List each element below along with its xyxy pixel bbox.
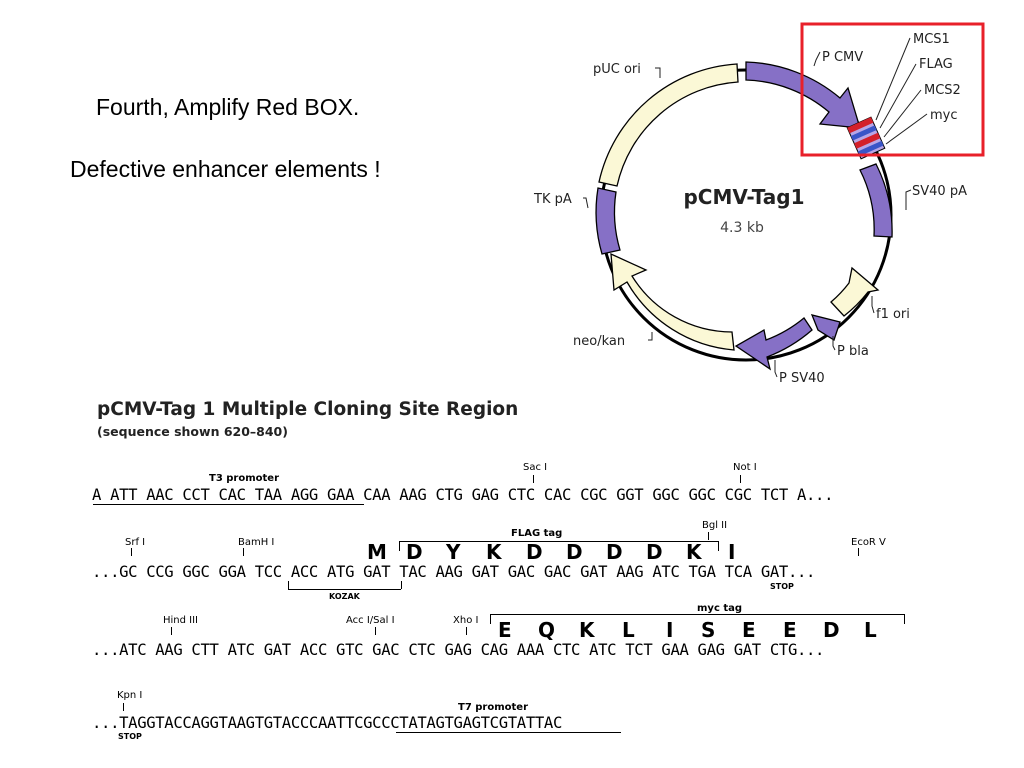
aa-flag-4: K [486,540,502,564]
site-bgl-ii-tick [708,532,709,540]
slide-note-amplify: Fourth, Amplify Red BOX. [96,94,360,120]
site-bamh-i-tick [243,548,244,556]
aa-myc-6: S [701,618,716,642]
site-ecor-v-tick [858,548,859,556]
label-mcs1: MCS1 [913,32,950,47]
label-psv40: P SV40 [779,371,825,386]
myc-tag-bracket [490,614,905,615]
site-hind-iii: Hind III [163,615,199,626]
aa-myc-2: Q [538,618,556,642]
aa-flag-6: D [566,540,583,564]
sequence-row-4: ...TAGGTACCAGGTAAGTGTACCCAATTCGCCCTATAGT… [92,714,562,732]
aa-myc-5: I [666,618,674,642]
aa-myc-7: E [742,618,756,642]
flag-tag-bracket-right [718,541,719,551]
sequence-row-3: ...ATC AAG CTT ATC GAT ACC GTC GAC CTC G… [92,641,825,659]
t7-promoter-label: T7 promoter [458,702,529,713]
p-bla-feature [810,314,841,341]
site-bgl-ii: Bgl II [702,520,728,531]
sequence-row-2: ...GC CCG GGC GGA TCC ACC ATG GAT TAC AA… [92,563,816,581]
aa-flag-9: K [686,540,702,564]
kozak-bracket-left [288,581,289,589]
site-xho-i-tick [466,627,467,635]
mcs-title: pCMV-Tag 1 Multiple Cloning Site Region [97,399,519,420]
neo-kan-feature [610,252,735,351]
flag-tag-label: FLAG tag [511,528,563,539]
flag-tag-bracket-left [399,541,400,551]
aa-myc-4: L [622,618,635,642]
flag-tag-bracket [399,541,718,542]
site-kpn-i-tick [123,703,124,711]
t3-promoter-label: T3 promoter [209,473,280,484]
aa-myc-9: D [823,618,840,642]
t3-promoter-underline [93,504,364,505]
myc-tag-label: myc tag [697,603,743,614]
site-acc-sal-i-tick [375,627,376,635]
p-cmv-feature [745,61,861,129]
site-sac-i: Sac I [523,462,548,473]
tk-pa-feature [595,187,621,255]
label-mcs2: MCS2 [924,83,961,98]
label-p-cmv: P CMV [822,50,863,65]
aa-myc-8: E [783,618,797,642]
site-hind-iii-tick [171,627,172,635]
flag-band [850,125,877,141]
t7-promoter-underline [396,732,621,733]
myc-band [857,140,884,157]
plasmid-map: pCMV-Tag1 4.3 kb P CMV MCS1 FLAG MCS2 my… [533,22,985,386]
label-myc: myc [930,108,958,123]
site-srf-i: Srf I [125,537,146,548]
site-kpn-i: Kpn I [117,690,143,701]
aa-flag-10: I [728,540,736,564]
aa-flag-2: D [406,540,423,564]
label-puc: pUC ori [593,62,641,77]
label-f1ori: f1 ori [876,307,910,322]
site-bamh-i: BamH I [238,537,275,548]
site-acc-sal-i: Acc I/Sal I [346,615,395,626]
aa-flag-7: D [606,540,623,564]
slide-note-enhancer: Defective enhancer elements ! [70,156,381,182]
red-highlight-box [800,22,985,157]
label-flag: FLAG [919,57,953,72]
mcs1-band [847,117,874,134]
site-sac-i-tick [533,475,534,483]
p-sv40-feature [734,317,813,371]
aa-flag-5: D [526,540,543,564]
site-ecor-v: EcoR V [851,537,886,548]
kozak-bracket [288,589,401,590]
mcs2-band [854,132,881,149]
label-pbla: P bla [837,344,869,359]
myc-tag-bracket-left [490,614,491,624]
label-sv40pa: SV40 pA [912,184,967,199]
site-xho-i: Xho I [453,615,479,626]
site-not-i-tick [740,475,741,483]
f1-ori-feature [830,266,880,317]
aa-flag-1: M [367,540,387,564]
aa-flag-8: D [646,540,663,564]
label-tkpa: TK pA [533,192,572,207]
puc-ori-feature [598,63,739,187]
aa-myc-3: K [579,618,595,642]
plasmid-size: 4.3 kb [720,220,764,236]
aa-flag-3: Y [446,540,461,564]
kozak-bracket-right [401,581,402,589]
aa-myc-10: L [864,618,877,642]
sv40pa-feature [859,163,893,238]
mcs-subtitle: (sequence shown 620–840) [97,424,288,439]
site-srf-i-tick [131,548,132,556]
aa-myc-1: E [498,618,512,642]
kozak-label: KOZAK [329,592,360,601]
stop-label-row-4: STOP [118,732,142,741]
sequence-row-1: A ATT AAC CCT CAC TAA AGG GAA CAA AAG CT… [92,486,834,504]
myc-tag-bracket-right [904,614,905,624]
plasmid-name: pCMV-Tag1 [683,185,804,209]
label-neokan: neo/kan [573,334,625,349]
site-not-i: Not I [733,462,757,473]
stop-label-row-2: STOP [770,582,794,591]
